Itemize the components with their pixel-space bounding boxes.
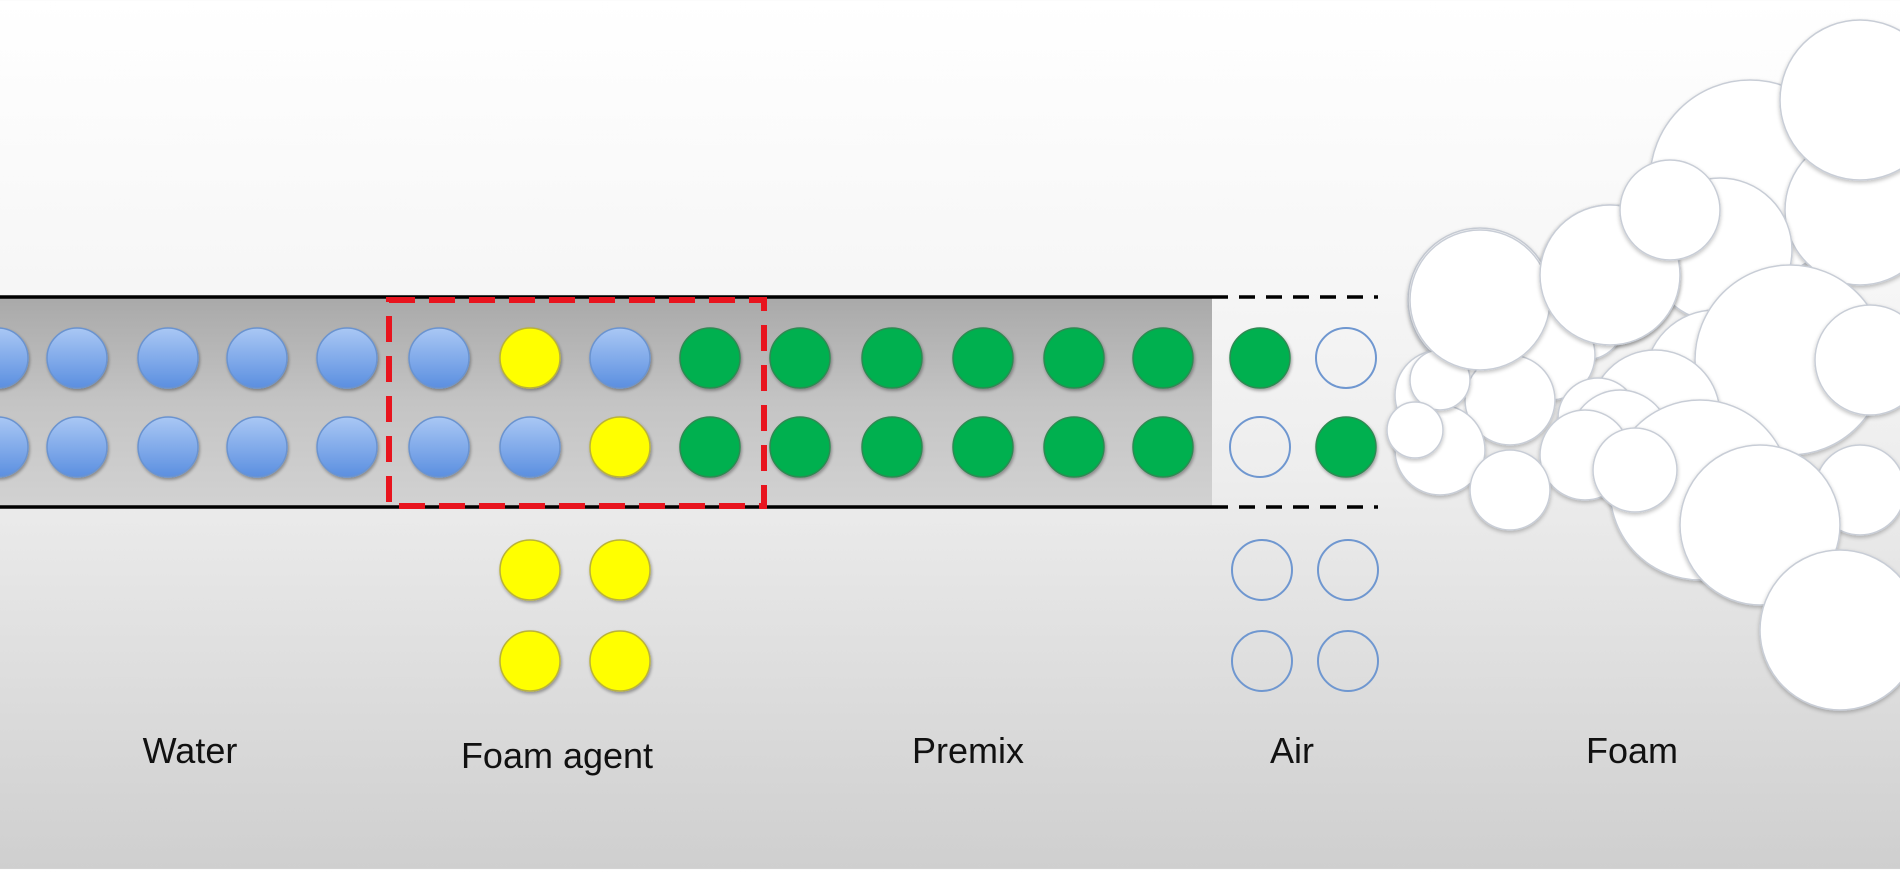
premix-particle xyxy=(769,416,831,478)
foam-bubble xyxy=(1759,549,1900,711)
water-particle xyxy=(408,327,470,389)
water-particle xyxy=(137,416,199,478)
premix-particle xyxy=(769,327,831,389)
foam-agent-supply-particle xyxy=(589,630,651,692)
water-particle xyxy=(226,416,288,478)
foam-bubble xyxy=(1814,304,1900,416)
foam-bubble xyxy=(1592,427,1678,513)
premix-particle xyxy=(679,327,741,389)
air-supply-particle xyxy=(1317,539,1379,601)
premix-particle xyxy=(1043,416,1105,478)
label-water: Water xyxy=(142,730,238,771)
label-foam: Foam xyxy=(1585,730,1679,771)
foam-agent-particle xyxy=(499,327,561,389)
water-particle xyxy=(316,416,378,478)
premix-particle xyxy=(861,327,923,389)
premix-particle xyxy=(1315,416,1377,478)
pipe-body xyxy=(0,297,1212,507)
water-particle xyxy=(408,416,470,478)
premix-particle xyxy=(1132,327,1194,389)
water-particle xyxy=(589,327,651,389)
premix-particle xyxy=(952,327,1014,389)
air-supply-particle xyxy=(1317,630,1379,692)
foam-bubble xyxy=(1469,449,1551,531)
label-air: Air xyxy=(1270,730,1314,771)
premix-particle xyxy=(1229,327,1291,389)
premix-particle xyxy=(679,416,741,478)
water-particle xyxy=(499,416,561,478)
premix-particle xyxy=(1132,416,1194,478)
premix-particle xyxy=(1043,327,1105,389)
foam-agent-supply-particle xyxy=(589,539,651,601)
foam-agent-particle xyxy=(589,416,651,478)
foam-agent-supply-particle xyxy=(499,539,561,601)
premix-particle xyxy=(861,416,923,478)
mixing-zone-highlight-box xyxy=(386,297,767,509)
label-foam-agent: Foam agent xyxy=(460,735,654,776)
air-particle xyxy=(1315,327,1377,389)
water-particle xyxy=(46,327,108,389)
premix-particle xyxy=(952,416,1014,478)
foam-agent-supply-particle xyxy=(499,630,561,692)
air-supply-particle xyxy=(1231,539,1293,601)
foam-bubble xyxy=(1386,401,1444,459)
water-particle xyxy=(316,327,378,389)
foam-bubble xyxy=(1409,229,1551,371)
water-particle xyxy=(137,327,199,389)
water-particle xyxy=(46,416,108,478)
air-particle xyxy=(1229,416,1291,478)
water-particle xyxy=(226,327,288,389)
foam-bubble xyxy=(1779,19,1900,181)
water-particle xyxy=(0,327,29,389)
foam-bubble xyxy=(1619,159,1721,261)
water-particle xyxy=(0,416,29,478)
air-supply-particle xyxy=(1231,630,1293,692)
label-premix: Premix xyxy=(911,730,1025,771)
